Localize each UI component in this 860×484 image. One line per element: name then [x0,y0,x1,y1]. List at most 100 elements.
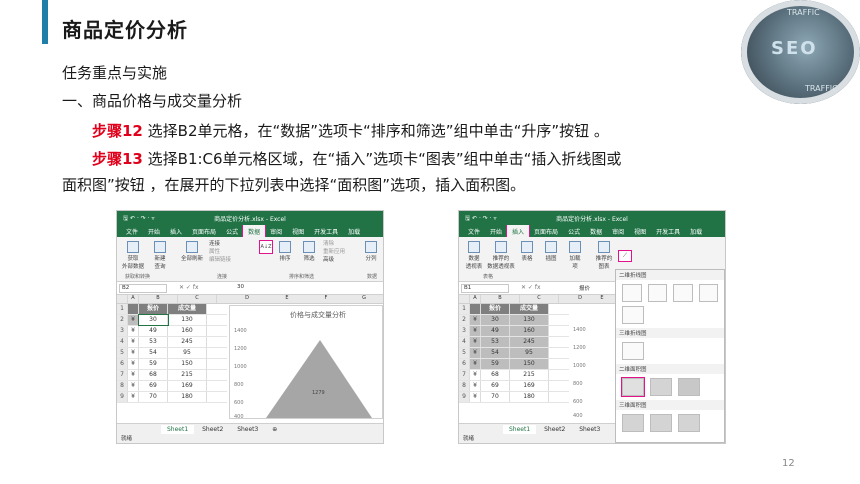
area3d-options [616,410,724,436]
add-sheet-button[interactable]: ⊕ [272,426,278,433]
recommended-pivot-button[interactable]: 推荐的 数据透视表 [487,241,515,270]
addin-icon [569,241,581,253]
table-button[interactable]: 表格 [519,241,535,262]
insert-line-area-chart-button[interactable]: ⟋ [618,250,632,262]
sort-icon [279,241,291,253]
quick-access-toolbar[interactable]: 🖫 ↶ · ↷ · ▿ [123,215,155,222]
percent-area-icon[interactable] [678,378,700,396]
tab-insert[interactable]: 插入 [506,224,531,238]
pivot-table-button[interactable]: 数据 透视表 [463,241,485,270]
addins-button[interactable]: 加载 项 [567,241,583,270]
tab-formulas[interactable]: 公式 [226,229,239,236]
seo-logo-image: TRAFFIC SEO TRAFFIC [741,0,860,104]
tab-insert[interactable]: 插入 [170,229,183,236]
y-tick: 400 [573,413,583,419]
reapply-button[interactable]: 重新应用 [323,249,346,255]
area2d-options [616,374,724,400]
tab-developer[interactable]: 开发工具 [656,229,681,236]
y-tick: 1200 [234,346,247,352]
tab-data[interactable]: 数据 [242,224,267,238]
area-chart[interactable]: 价格与成交量分析 1400 1200 1000 800 600 400 1279 [229,305,383,420]
clear-button[interactable]: 清除 [323,241,335,247]
tab-page-layout[interactable]: 页面布局 [534,229,559,236]
refresh-all-button[interactable]: 全部刷新 [179,241,205,262]
tab-page-layout[interactable]: 页面布局 [192,229,217,236]
name-box[interactable]: B1 [461,284,509,293]
tab-view[interactable]: 视图 [634,229,647,236]
sheet-tab-2[interactable]: Sheet2 [544,426,566,433]
tab-addins[interactable]: 加载 [348,229,361,236]
window-title: 商品定价分析.xlsx - Excel [556,216,628,223]
group-label: 数据 [367,274,378,280]
sort-button[interactable]: 排序 [277,241,293,262]
tab-formulas[interactable]: 公式 [568,229,581,236]
percent-line-icon[interactable] [673,284,693,302]
stacked-line-icon[interactable] [647,284,667,302]
image-icon [545,241,557,253]
gallery-heading: 三维折线图 [616,328,724,338]
get-external-data-button[interactable]: 获取 外部数据 [121,241,145,270]
logo-text: SEO [771,38,818,59]
stacked-area-icon[interactable] [650,378,672,396]
logo-tag: TRAFFIC [805,84,838,93]
tab-data[interactable]: 数据 [590,229,603,236]
quick-access-toolbar[interactable]: 🖫 ↶ · ↷ · ▿ [465,215,497,222]
stacked-area-3d-icon[interactable] [650,414,672,432]
group-label: 表格 [483,274,494,280]
sheet-tab-3[interactable]: Sheet3 [237,426,259,433]
y-tick: 800 [573,381,583,387]
tab-file[interactable]: 文件 [126,229,139,236]
sort-ascending-button[interactable]: A↓Z [259,240,273,254]
tab-review[interactable]: 审阅 [612,229,625,236]
recommended-charts-button[interactable]: 推荐的 图表 [593,241,615,270]
step-text: 选择B1:C6单元格区域，在“插入”选项卡“图表”组中单击“插入折线图或 [147,150,622,168]
formula-buttons[interactable]: ✕ ✓ fx [521,284,541,291]
illustrations-button[interactable]: 插图 [543,241,559,262]
tab-file[interactable]: 文件 [468,229,481,236]
formula-input[interactable]: 30 [237,284,244,290]
filter-button[interactable]: 筛选 [301,241,317,262]
edit-links-button[interactable]: 编辑链接 [209,257,232,263]
status-bar: 就绪 [459,434,615,443]
y-tick: 1400 [234,328,247,334]
area-chart-icon[interactable] [621,377,645,397]
tab-review[interactable]: 审阅 [270,229,283,236]
column-headers-right: D E [569,295,615,304]
gallery-heading: 二维面积图 [616,364,724,374]
y-tick: 1000 [573,363,586,369]
sheet-tab-3[interactable]: Sheet3 [579,426,601,433]
excel-title-bar: 🖫 ↶ · ↷ · ▿ 商品定价分析.xlsx - Excel [459,211,725,225]
area-3d-icon[interactable] [622,414,644,432]
percent-area-3d-icon[interactable] [678,414,700,432]
text-to-columns-button[interactable]: 分列 [363,241,379,262]
connections-button[interactable]: 连接 [209,241,221,247]
advanced-button[interactable]: 高级 [323,257,335,263]
refresh-icon [186,241,198,253]
formula-input[interactable]: 报价 [579,286,591,292]
tab-developer[interactable]: 开发工具 [314,229,339,236]
formula-buttons[interactable]: ✕ ✓ fx [179,284,199,291]
window-title: 商品定价分析.xlsx - Excel [214,216,286,223]
column-headers: A B C [459,295,569,304]
properties-button[interactable]: 属性 [209,249,221,255]
tab-view[interactable]: 视图 [292,229,305,236]
sheet-tab-2[interactable]: Sheet2 [202,426,224,433]
tab-home[interactable]: 开始 [148,229,161,236]
line-chart-icon[interactable] [622,284,642,302]
name-box[interactable]: B2 [119,284,167,293]
line-markers-alt-icon[interactable] [622,306,644,324]
line-markers-icon[interactable] [698,284,718,302]
new-query-button[interactable]: 新建 查询 [149,241,171,270]
tab-home[interactable]: 开始 [490,229,503,236]
line-3d-icon[interactable] [622,342,644,360]
tab-addins[interactable]: 加载 [690,229,703,236]
